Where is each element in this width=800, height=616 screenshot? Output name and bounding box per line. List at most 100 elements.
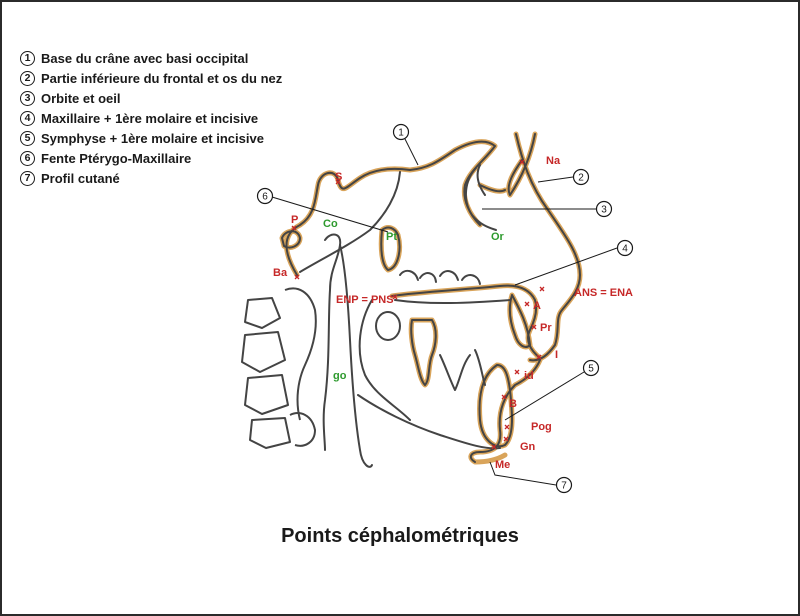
point-Ba: Ba xyxy=(273,267,288,279)
vertebra-c2 xyxy=(241,331,286,373)
callout-2: 2 xyxy=(572,168,590,186)
teeth-upper-line xyxy=(399,269,481,285)
callout-7: 7 xyxy=(555,476,573,494)
legend-number: 3 xyxy=(20,90,35,106)
airway-line xyxy=(358,299,411,421)
point-P: P xyxy=(291,214,298,226)
skull-base-outline xyxy=(284,139,498,278)
callout-number: 1 xyxy=(398,128,404,139)
frontal-nasal-line xyxy=(515,133,581,362)
sphenoid-line xyxy=(299,171,401,273)
point-B: B xyxy=(509,398,517,410)
mark-Ba xyxy=(294,274,300,280)
molar-line xyxy=(410,319,437,386)
ramus-line xyxy=(339,244,373,468)
mark-Pr xyxy=(531,324,537,330)
mark-A xyxy=(524,301,530,307)
legend-item: 1 Base du crâne avec basi occipital xyxy=(20,48,282,68)
mark-Pog xyxy=(504,424,510,430)
diagram-caption: Points céphalométriques xyxy=(281,525,519,547)
vertebra-c6 xyxy=(289,412,316,447)
mark-B xyxy=(501,394,507,400)
point-Pog: Pog xyxy=(531,421,552,433)
point-Co: Co xyxy=(323,218,338,230)
point-Na: Na xyxy=(546,155,561,167)
callout-number: 5 xyxy=(588,364,594,375)
vertebra-c5 xyxy=(284,287,317,421)
vertebra-c1 xyxy=(244,297,281,329)
legend-item: 7 Profil cutané xyxy=(20,168,282,188)
legend: 1 Base du crâne avec basi occipital 2 Part… xyxy=(20,48,282,188)
incisor-line xyxy=(508,294,531,348)
callout-number: 4 xyxy=(622,244,628,255)
landmarks xyxy=(291,159,545,450)
legend-text: Base du crâne avec basi occipital xyxy=(41,50,249,66)
point-I: I xyxy=(555,349,558,361)
landmark-labels: S P Co Pt Ba ENP = PNS Na Or A ANS = ENA… xyxy=(273,155,633,471)
palate-line xyxy=(394,299,511,305)
legend-text: Symphyse + 1ère molaire et incisive xyxy=(41,130,264,146)
mark-S xyxy=(335,179,341,185)
legend-number: 6 xyxy=(20,150,35,166)
mark-Me xyxy=(491,444,497,450)
point-Pt: Pt xyxy=(386,231,397,243)
condyle-line xyxy=(322,233,342,451)
point-go: go xyxy=(333,370,347,382)
teeth-lower-line xyxy=(439,349,486,391)
point-Gn: Gn xyxy=(520,441,536,453)
orbit-line xyxy=(464,167,497,231)
porion-line xyxy=(281,230,301,249)
callout-4: 4 xyxy=(616,239,634,257)
legend-item: 4 Maxillaire + 1ère molaire et incisive xyxy=(20,108,282,128)
legend-text: Orbite et oeil xyxy=(41,90,121,106)
skull-base-line xyxy=(285,140,496,276)
legend-text: Fente Ptérygo-Maxillaire xyxy=(41,150,192,166)
legend-number: 4 xyxy=(20,110,35,126)
callout-5: 5 xyxy=(582,359,600,377)
legend-text: Maxillaire + 1ère molaire et incisive xyxy=(41,110,259,126)
cervical-vertebrae xyxy=(241,287,317,449)
mandible-outer-line xyxy=(469,359,541,463)
legend-item: 2 Partie inférieure du frontal et os du n… xyxy=(20,68,282,88)
symphysis-line xyxy=(478,364,513,448)
legend-text: Partie inférieure du frontal et os du ne… xyxy=(41,70,283,86)
point-Me: Me xyxy=(495,459,510,471)
legend-text: Profil cutané xyxy=(41,170,120,186)
point-A: A xyxy=(533,300,541,312)
point-ANS: ANS = ENA xyxy=(574,287,633,299)
callout-3: 3 xyxy=(595,200,613,218)
mark-ENP xyxy=(392,294,398,300)
callouts: 1 2 3 4 5 6 7 xyxy=(256,123,634,494)
vertebra-c3 xyxy=(244,374,289,415)
legend-number: 1 xyxy=(20,50,35,66)
point-S: S xyxy=(335,171,342,183)
hyoid-line xyxy=(375,311,401,341)
vertebra-c4 xyxy=(249,417,291,449)
bone-lines xyxy=(281,133,581,468)
callout-6: 6 xyxy=(256,187,274,205)
legend-number: 5 xyxy=(20,130,35,146)
legend-item: 3 Orbite et oeil xyxy=(20,88,282,108)
point-Or: Or xyxy=(491,231,505,243)
mark-Gn xyxy=(503,436,509,442)
frontal-bone-line xyxy=(476,133,536,196)
pterygoid-line xyxy=(380,226,401,271)
mark-I xyxy=(536,354,542,360)
point-ENP: ENP = PNS xyxy=(336,294,394,306)
legend-item: 5 Symphyse + 1ère molaire et incisive xyxy=(20,128,282,148)
mandible-base-line xyxy=(357,394,501,450)
callout-number: 6 xyxy=(262,192,268,203)
callout-1: 1 xyxy=(392,123,410,141)
legend-item: 6 Fente Ptérygo-Maxillaire xyxy=(20,148,282,168)
callout-lines xyxy=(271,138,618,486)
highlighted-structures xyxy=(279,131,583,465)
mark-P xyxy=(291,225,297,231)
callout-number: 3 xyxy=(601,205,607,216)
legend-number: 2 xyxy=(20,70,35,86)
legend-number: 7 xyxy=(20,170,35,186)
mark-Na xyxy=(519,159,525,165)
callout-number: 7 xyxy=(561,481,567,492)
mark-id xyxy=(514,369,520,375)
